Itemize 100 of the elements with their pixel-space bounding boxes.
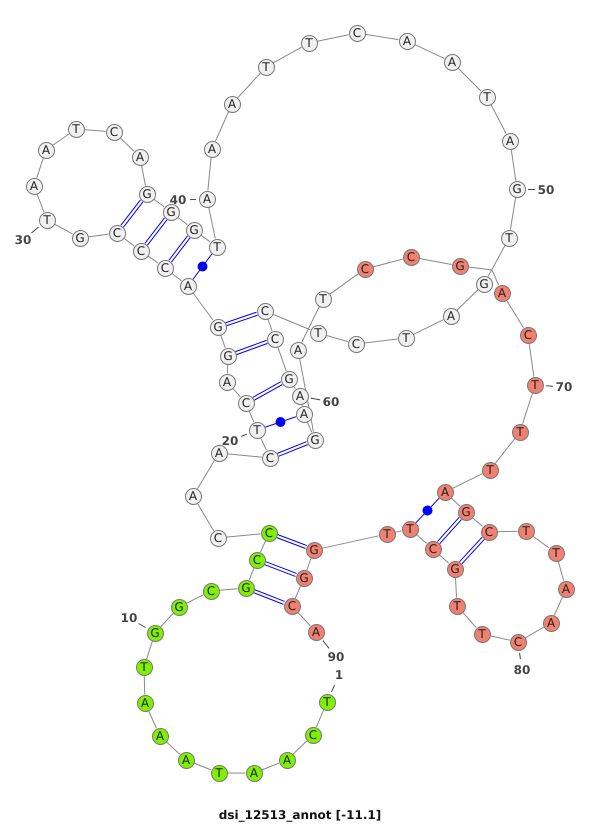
base-pair-line: [264, 416, 296, 428]
nucleotide-circle: G: [306, 542, 322, 558]
nucleotide-circle: A: [292, 388, 308, 404]
nucleotide-circle: A: [442, 308, 460, 324]
base-pair-line: [436, 516, 462, 544]
nucleotide-circle: A: [132, 148, 148, 166]
base-pair-line: [276, 534, 308, 549]
nucleotide-circle: G: [280, 370, 298, 388]
backbone-line: [294, 585, 302, 599]
nucleotide-circle: G: [220, 348, 236, 364]
nucleotide-circle: C: [106, 124, 122, 140]
nucleotide-circle: C: [132, 242, 150, 260]
nucleotide-circle: T: [310, 324, 326, 342]
nucleotide-circle: A: [178, 752, 194, 768]
nucleotide-circle: C: [262, 450, 278, 466]
nucleotide-circle: G: [296, 570, 312, 586]
nucleotide-circle: T: [526, 376, 544, 394]
nucleotide-circle: C: [348, 24, 366, 42]
nucleotide-circle: G: [508, 180, 526, 198]
nucleotide-circle: T: [38, 212, 56, 228]
backbone-line: [528, 342, 534, 378]
nucleotide-circle: G: [146, 624, 164, 642]
nucleotide-circle: G: [186, 222, 202, 238]
backbone-line: [452, 473, 483, 489]
backbone-line: [147, 255, 159, 264]
base-pair-line: [459, 536, 485, 564]
nucleotide-circle: C: [356, 260, 374, 278]
nucleotide-circle: T: [378, 526, 396, 542]
nucleotide-circle: A: [198, 190, 216, 208]
backbone-line: [196, 502, 214, 532]
nucleotide-circle: G: [162, 204, 180, 220]
backbone-line: [160, 612, 174, 628]
nucleotide-circle: T: [398, 330, 414, 346]
backbone-line: [192, 292, 214, 321]
backbone-line: [261, 762, 280, 770]
backbone-line: [153, 198, 165, 208]
backbone-line: [277, 346, 287, 372]
nucleotide-circle: A: [210, 444, 228, 462]
nucleotide-circle: T: [478, 88, 496, 106]
nucleotide-circle: A: [444, 54, 460, 70]
nucleotide-circle: T: [68, 120, 84, 138]
backbone-line: [208, 206, 216, 240]
backbone-line: [490, 104, 507, 134]
backbone-line: [316, 709, 324, 728]
position-number: 10: [120, 611, 138, 625]
position-number: 80: [514, 663, 530, 677]
backbone-line: [272, 314, 311, 330]
backbone-line: [510, 148, 516, 182]
nucleotide-circle: T: [402, 520, 418, 538]
backbone-line: [326, 334, 348, 342]
backbone-line: [458, 68, 482, 92]
nucleotide-circle: G: [72, 230, 88, 246]
backbone-line: [237, 72, 261, 98]
backbone-line: [322, 535, 380, 549]
backbone-line: [497, 530, 518, 532]
backbone-line: [306, 558, 312, 570]
nucleotide-circle: T: [314, 290, 332, 308]
backbone-line: [524, 626, 544, 638]
base-pair-line: [144, 217, 168, 246]
nucleotide-circle: T: [258, 58, 274, 76]
nucleotide-circle: C: [260, 524, 278, 542]
nucleotide-circle: A: [502, 132, 518, 150]
nucleotide-circle: A: [152, 728, 168, 744]
backbone-line: [186, 594, 204, 604]
nucleotide-circle: T: [548, 544, 564, 562]
backbone-line: [260, 437, 267, 451]
nucleotide-circle: G: [238, 580, 254, 596]
nucleotide-circle: T: [482, 462, 498, 478]
backbone-line: [306, 421, 312, 433]
position-number: 70: [556, 380, 572, 394]
backbone-line: [171, 272, 182, 282]
backbone-line: [88, 234, 110, 238]
backbone-line: [207, 156, 212, 192]
nucleotide-circle: C: [210, 530, 226, 546]
nucleotide-circle: T: [248, 422, 266, 438]
nucleotide-circle: T: [136, 658, 152, 676]
backbone-line: [84, 129, 106, 132]
base-pair-line: [168, 235, 191, 263]
base-pair-line: [234, 340, 268, 356]
backbone-line: [232, 388, 241, 398]
nucleotide-circle: A: [296, 406, 312, 422]
nucleotide-circle: T: [208, 238, 226, 256]
backbone-line: [416, 534, 428, 544]
base-pair-line: [192, 253, 212, 280]
nucleotide-circle: G: [306, 432, 324, 448]
nucleotide-circle: A: [26, 178, 42, 194]
nucleotide-circle: A: [278, 752, 296, 768]
backbone-line: [248, 567, 254, 581]
backbone-line: [226, 364, 228, 374]
backbone-line: [364, 34, 400, 40]
backbone-line: [120, 137, 134, 152]
backbone-line: [522, 392, 533, 424]
nucleotide-circle: G: [458, 504, 474, 520]
nucleotide-circle: C: [424, 540, 442, 558]
backbone-line: [299, 358, 314, 432]
backbone-line: [413, 319, 444, 335]
backbone-line: [260, 540, 266, 553]
backbone-line: [144, 675, 146, 695]
nucleotide-circle: T: [518, 522, 534, 540]
nucleotide-circle: A: [436, 484, 454, 500]
